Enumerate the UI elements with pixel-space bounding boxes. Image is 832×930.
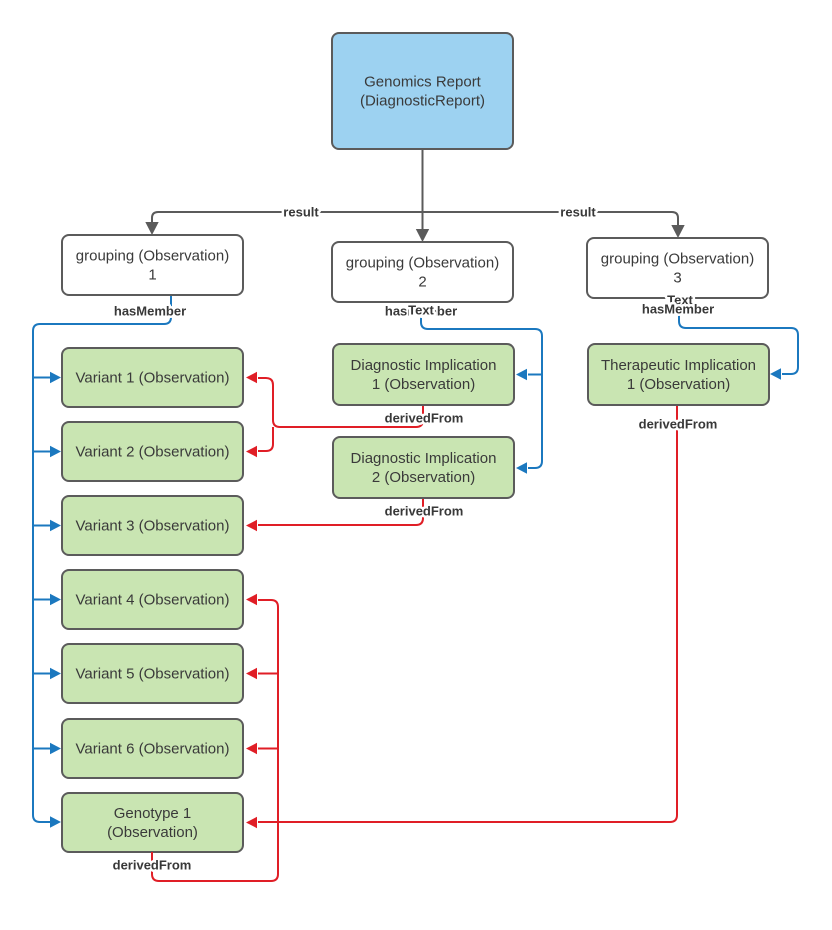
arrowhead-derivedfrom-gt-v6 (246, 742, 257, 755)
edge-derivedfrom-di1-v2 (246, 427, 274, 458)
arrowhead-result-right (671, 225, 685, 238)
node-variant-4: Variant 4 (Observation) (61, 569, 244, 630)
arrowhead-hasmember-1-v4 (50, 593, 61, 606)
arrowhead-result-trunk (415, 229, 430, 242)
arrowhead-hasmember-1-v6 (50, 742, 61, 755)
text-3-label: Text (667, 293, 693, 308)
edge-derivedfrom-di2-v3 (246, 499, 424, 532)
edge-result-right (422, 211, 685, 238)
edge-hasmember-2-di1 (516, 368, 542, 381)
edge-result-trunk (415, 149, 430, 242)
node-label-variant-1: Variant 1 (Observation) (76, 370, 230, 387)
edge-hasmember-1-v5 (33, 667, 61, 680)
edge-result-left (145, 211, 423, 235)
node-grouping-1: grouping (Observation)1 (61, 234, 244, 296)
node-variant-5: Variant 5 (Observation) (61, 643, 244, 704)
result-left-label: result (283, 205, 319, 220)
node-grouping-2: grouping (Observation)2 (331, 241, 514, 303)
node-label-genotype-1: Genotype 1(Observation) (107, 805, 198, 841)
arrowhead-hasmember-3 (770, 368, 781, 380)
edge-derivedfrom-gt-v6 (246, 742, 278, 755)
edge-hasmember-1-v6 (33, 742, 61, 755)
node-label-genomics-report: Genomics Report(DiagnosticReport) (360, 74, 485, 110)
arrowhead-hasmember-1-v5 (50, 667, 61, 680)
node-genotype-1: Genotype 1(Observation) (61, 792, 244, 853)
derivedfrom-ti1-label: derivedFrom (639, 417, 718, 432)
edge-hasmember-1-v4 (33, 593, 61, 606)
edge-hasmember-1-v1 (33, 371, 61, 384)
node-label-grouping-1: grouping (Observation)1 (76, 248, 229, 284)
edge-derivedfrom-gt-v5 (246, 667, 278, 680)
node-variant-1: Variant 1 (Observation) (61, 347, 244, 408)
node-label-variant-3: Variant 3 (Observation) (76, 518, 230, 535)
edge-hasmember-3 (678, 312, 799, 380)
node-label-variant-2: Variant 2 (Observation) (76, 444, 230, 461)
hasmember-1-label: hasMember (114, 304, 186, 319)
result-right-label: result (560, 205, 596, 220)
arrowhead-derivedfrom-di2-v3 (246, 519, 257, 532)
arrowhead-hasmember-1-v1 (50, 371, 61, 384)
arrowhead-result-left (145, 222, 159, 235)
edge-derivedfrom-ti1-gt (246, 406, 678, 829)
edge-derivedfrom-gt-v4 (151, 593, 279, 882)
hasmember-2-label: hasMember (385, 304, 457, 319)
hasmember-3-label: hasMember (642, 302, 714, 317)
derivedfrom-di1-label: derivedFrom (385, 411, 464, 426)
node-variant-3: Variant 3 (Observation) (61, 495, 244, 556)
text-2-label: Text (408, 303, 434, 318)
arrowhead-hasmember-1-v2 (50, 445, 61, 458)
node-label-grouping-3: grouping (Observation)3 (601, 251, 754, 287)
edge-hasmember-2-trunk (420, 314, 543, 474)
arrowhead-derivedfrom-ti1-gt (246, 816, 257, 829)
derivedfrom-di2-label: derivedFrom (385, 504, 464, 519)
edge-derivedfrom-di1-v1 (246, 371, 424, 428)
arrowhead-hasmember-2-di1 (516, 368, 527, 381)
node-label-variant-5: Variant 5 (Observation) (76, 666, 230, 683)
arrowhead-hasmember-1-v3 (50, 519, 61, 532)
node-grouping-3: grouping (Observation)3 (586, 237, 769, 299)
edge-hasmember-1-v3 (33, 519, 61, 532)
node-variant-6: Variant 6 (Observation) (61, 718, 244, 779)
arrowhead-hasmember-2-trunk (516, 462, 527, 474)
edge-hasmember-1-trunk (32, 296, 172, 828)
node-label-variant-4: Variant 4 (Observation) (76, 592, 230, 609)
arrowhead-derivedfrom-di1-v2 (246, 445, 257, 458)
node-label-grouping-2: grouping (Observation)2 (346, 255, 499, 291)
derivedfrom-gt-label: derivedFrom (113, 858, 192, 873)
arrowhead-derivedfrom-di1-v1 (246, 371, 257, 384)
arrowhead-derivedfrom-gt-v4 (246, 593, 257, 606)
edge-hasmember-1-v2 (33, 445, 61, 458)
arrowhead-derivedfrom-gt-v5 (246, 667, 257, 680)
node-label-variant-6: Variant 6 (Observation) (76, 741, 230, 758)
arrowhead-hasmember-1-trunk (50, 816, 61, 828)
node-genomics-report: Genomics Report(DiagnosticReport) (331, 32, 514, 150)
node-variant-2: Variant 2 (Observation) (61, 421, 244, 482)
